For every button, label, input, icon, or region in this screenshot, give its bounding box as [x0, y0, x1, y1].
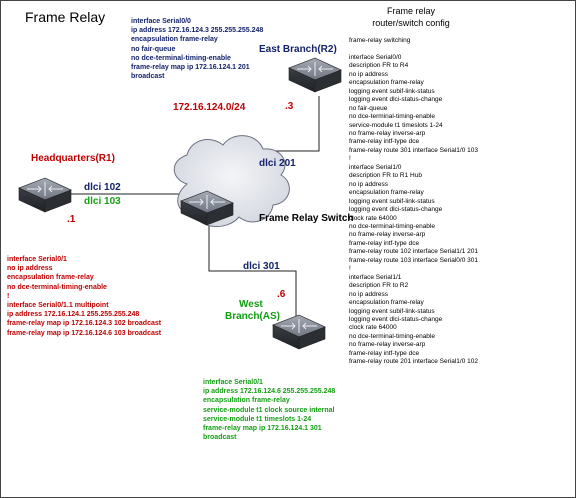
config-line: no dce-terminal-timing-enable	[349, 332, 435, 340]
switch-config-title-line: router/switch config	[372, 18, 450, 28]
link-switch-r3	[208, 223, 297, 319]
r1-label: Headquarters(R1)	[31, 153, 115, 164]
config-line: description FR to R1 Hub	[349, 172, 422, 180]
config-line: !	[349, 265, 351, 273]
config-line: no frame-relay inverse-arp	[349, 341, 426, 349]
dlci-102-label: dlci 102	[84, 182, 121, 193]
config-line: ip address 172.16.124.6 255.255.255.248	[203, 388, 336, 396]
config-line: logging event dlci-status-change	[349, 206, 443, 214]
config-line: logging event subif-link-status	[349, 307, 435, 315]
r1-config-block: interface Serial0/1 no ip address encaps…	[7, 255, 161, 338]
config-line: frame-relay intf-type dce	[349, 239, 420, 247]
switch-config-block: frame-relay switching interface Serial0/…	[349, 37, 478, 367]
switch-label: Frame Relay Switch	[259, 213, 354, 224]
config-line: no dce-terminal-timing-enable	[7, 283, 107, 291]
config-line: no frame-relay inverse-arp	[349, 129, 426, 137]
config-line: encapsulation frame-relay	[131, 36, 218, 44]
config-line: broadcast	[203, 434, 237, 442]
dlci-201-label: dlci 201	[259, 158, 296, 169]
r2-label: East Branch(R2)	[259, 44, 337, 55]
config-line: encapsulation frame-relay	[349, 79, 424, 87]
r3-host-label: .6	[277, 289, 286, 300]
config-line: interface Serial1/0	[349, 163, 402, 171]
config-line: interface Serial0/1.1 multipoint	[7, 302, 109, 310]
config-line: no fair-queue	[349, 104, 388, 112]
router-icon	[18, 177, 72, 213]
switch-config-title: Frame relay router/switch config	[359, 5, 463, 29]
config-line: interface Serial1/1	[349, 273, 402, 281]
config-line: no frame-relay inverse-arp	[349, 231, 426, 239]
config-line: frame-relay intf-type dce	[349, 138, 420, 146]
config-line: no dce-terminal-timing-enable	[349, 113, 435, 121]
config-line: clock rate 64000	[349, 324, 397, 332]
config-line: logging event dlci-status-change	[349, 315, 443, 323]
config-line: frame-relay route 102 interface Serial1/…	[349, 248, 478, 256]
config-line: frame-relay map ip 172.16.124.3 102 broa…	[7, 320, 162, 328]
config-line: no ip address	[349, 180, 389, 188]
r1-host-label: .1	[67, 214, 76, 225]
r3-label-line2: Branch(AS)	[225, 311, 281, 322]
config-line: service-module t1 timeslots 1-24	[349, 121, 443, 129]
config-line: description FR to R4	[349, 62, 409, 70]
r2-host-label: .3	[285, 101, 294, 112]
subnet-label: 172.16.124.0/24	[173, 102, 246, 113]
config-line: frame-relay map ip 172.16.124.1 301	[203, 425, 322, 433]
config-line: frame-relay map ip 172.16.124.6 103 broa…	[7, 329, 162, 337]
config-line: ip address 172.16.124.1 255.255.255.248	[7, 311, 140, 319]
dlci-103-label: dlci 103	[84, 196, 121, 207]
config-line: interface Serial0/1	[7, 256, 67, 263]
config-line: frame-relay route 301 interface Serial1/…	[349, 146, 478, 154]
config-line: interface Serial0/0	[131, 18, 191, 25]
config-line: encapsulation frame-relay	[349, 189, 424, 197]
config-line: !	[349, 155, 351, 163]
config-line: logging event subif-link-status	[349, 197, 435, 205]
config-line: service-module t1 clock source internal	[203, 406, 335, 414]
config-line: frame-relay route 201 interface Serial1/…	[349, 358, 478, 366]
config-line: no ip address	[7, 265, 53, 273]
r3-config-block: interface Serial0/1 ip address 172.16.12…	[203, 378, 335, 442]
config-line: no dce-terminal-timing-enable	[349, 222, 435, 230]
config-line: frame-relay map ip 172.16.124.1 201	[131, 64, 250, 72]
config-line: broadcast	[131, 73, 165, 81]
config-line: no dce-terminal-timing-enable	[131, 54, 231, 62]
config-line: clock rate 64000	[349, 214, 397, 222]
config-line: logging event subif-link-status	[349, 87, 435, 95]
config-line: ip address 172.16.124.3 255.255.255.248	[131, 27, 264, 35]
config-line: frame-relay intf-type dce	[349, 349, 420, 357]
config-line: encapsulation frame-relay	[203, 397, 290, 405]
config-line: interface Serial0/1	[203, 379, 263, 386]
config-line: logging event dlci-status-change	[349, 96, 443, 104]
config-line: encapsulation frame-relay	[349, 299, 424, 307]
config-line: frame-relay route 103 interface Serial0/…	[349, 256, 478, 264]
config-line: encapsulation frame-relay	[7, 274, 94, 282]
config-line: !	[7, 292, 10, 300]
r3-label-line1: West	[239, 299, 263, 310]
r2-config-block: interface Serial0/0 ip address 172.16.12…	[131, 17, 263, 81]
config-line: frame-relay switching	[349, 37, 411, 44]
config-line	[349, 45, 478, 53]
dlci-301-label: dlci 301	[243, 261, 280, 272]
config-line: no ip address	[349, 290, 389, 298]
router-icon	[272, 314, 326, 350]
config-line: service-module t1 timeslots 1-24	[203, 415, 312, 423]
switch-config-title-line: Frame relay	[386, 6, 435, 16]
config-line: interface Serial0/0	[349, 53, 402, 61]
router-icon	[288, 57, 342, 93]
config-line: description FR to R2	[349, 282, 409, 290]
page-title: Frame Relay	[25, 9, 106, 25]
config-line: no fair-queue	[131, 45, 176, 53]
config-line: no ip address	[349, 70, 389, 78]
